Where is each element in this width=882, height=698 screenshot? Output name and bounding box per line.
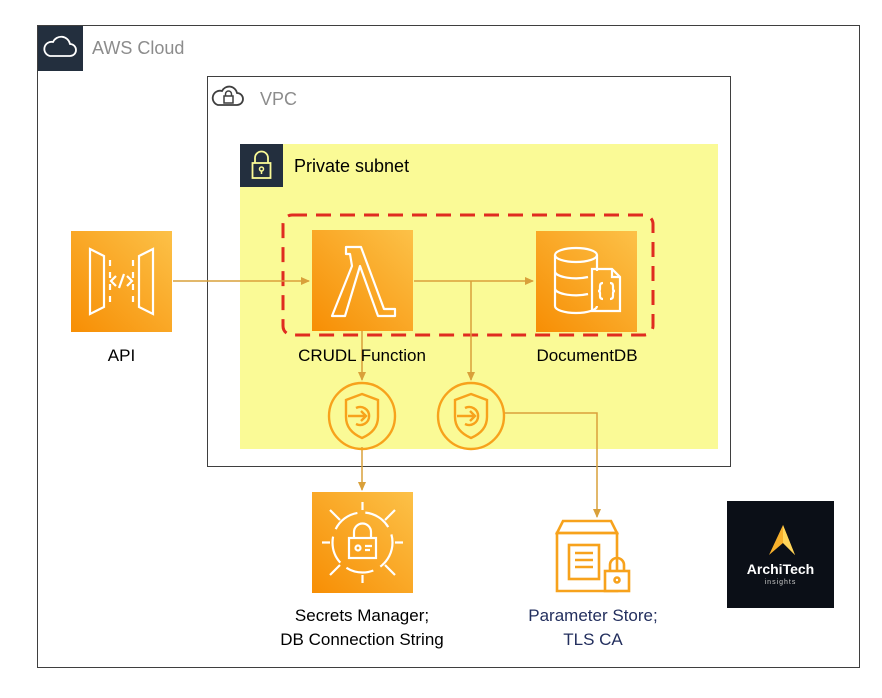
- documentdb-label: DocumentDB: [536, 346, 638, 365]
- subnet-label: Private subnet: [294, 156, 410, 176]
- architech-mark-icon: [769, 525, 795, 555]
- aws-cloud-label: AWS Cloud: [92, 38, 185, 58]
- vpc-endpoint-icon: [327, 381, 397, 451]
- aws-cloud-group: AWS Cloud: [37, 25, 860, 668]
- padlock-icon: [251, 150, 272, 179]
- highlight-dashed-box: [281, 213, 655, 337]
- secrets-label-line2: DB Connection String: [280, 630, 444, 649]
- logo-brand: ArchiTech: [746, 561, 815, 577]
- parameter-store-node[interactable]: [553, 517, 639, 597]
- subnet-badge: [240, 144, 283, 187]
- lambda-node[interactable]: [312, 230, 413, 331]
- api-gateway-node[interactable]: [71, 231, 172, 332]
- aws-cloud-badge: [38, 26, 83, 71]
- documentdb-node[interactable]: [536, 231, 637, 332]
- secrets-manager-node[interactable]: [312, 492, 413, 593]
- vpc-badge: [208, 77, 249, 118]
- api-label: API: [107, 346, 136, 365]
- vpc-label: VPC: [260, 89, 298, 109]
- params-label-line1: Parameter Store;: [528, 606, 658, 625]
- vpc-endpoint-icon: [436, 381, 506, 451]
- vpc-group: VPC: [207, 76, 731, 467]
- secrets-label-line1: Secrets Manager;: [294, 606, 430, 625]
- cloud-lock-icon: [211, 85, 244, 106]
- secrets-vpc-endpoint[interactable]: [326, 380, 398, 452]
- documentdb-icon: [553, 246, 622, 315]
- secrets-manager-icon: [322, 502, 403, 583]
- architech-logo: ArchiTech insights: [727, 501, 834, 608]
- lambda-icon: [330, 245, 397, 318]
- params-vpc-endpoint[interactable]: [435, 380, 507, 452]
- crudl-function-label: CRUDL Function: [298, 346, 426, 365]
- parameter-store-icon: [554, 519, 631, 593]
- logo-tagline: insights: [764, 579, 797, 586]
- cloud-icon: [43, 35, 77, 57]
- params-label-line2: TLS CA: [563, 630, 623, 649]
- api-gateway-icon: [88, 247, 155, 316]
- params-endpoint-to-params-arrow: [505, 412, 601, 518]
